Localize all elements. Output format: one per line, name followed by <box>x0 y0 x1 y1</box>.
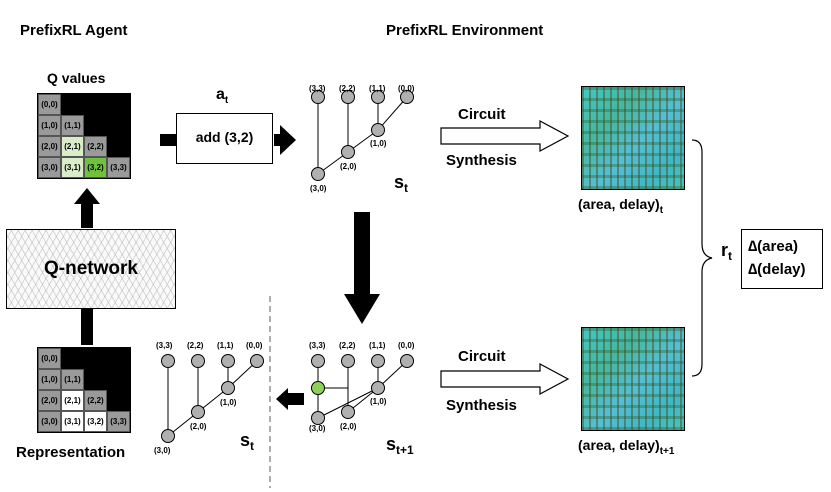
rep-cell-0-3 <box>107 348 130 369</box>
label-3-0: (3,0) <box>310 184 327 193</box>
label-c-0-0: (0,0) <box>398 341 415 350</box>
node-1-0 <box>371 123 385 137</box>
rep-cell-3-0: (3,0) <box>38 411 61 432</box>
arrow-left-to-representation <box>276 388 304 410</box>
q-cell-3-1: (3,1) <box>61 157 84 178</box>
q-cell-1-2 <box>84 115 107 136</box>
label-c-3-3: (3,3) <box>309 341 326 350</box>
q-cell-2-3 <box>107 136 130 157</box>
node-2-2 <box>341 90 355 104</box>
node-1-1 <box>371 90 385 104</box>
circuit-label-top: Circuit <box>458 106 506 123</box>
synthesized-circuit-image-top <box>581 86 685 190</box>
action-text: add (3,2) <box>195 129 254 145</box>
action-box: add (3,2) <box>176 113 273 164</box>
representation-grid: (0,0)(1,0)(1,1)(2,0)(2,1)(2,2) (3,0)(3,1)… <box>37 347 131 433</box>
label-3-3: (3,3) <box>309 84 326 93</box>
environment-title: PrefixRL Environment <box>386 22 544 39</box>
representation-label: Representation <box>16 444 126 461</box>
agent-title: PrefixRL Agent <box>20 22 128 39</box>
rep-cell-3-2: (3,2) <box>84 411 107 432</box>
rep-cell-3-3: (3,3) <box>107 411 130 432</box>
area-delay-t: (area, delay)t <box>578 196 664 216</box>
rep-cell-1-2 <box>84 369 107 390</box>
state-st1-label: st+1 <box>386 434 414 457</box>
label-b-0-0: (0,0) <box>246 341 263 350</box>
label-2-0: (2,0) <box>340 162 357 171</box>
circuit-label-bottom: Circuit <box>458 348 506 365</box>
state-st-bottom-label: st <box>240 430 255 453</box>
label-b-2-2: (2,2) <box>187 341 204 350</box>
q-cell-0-2 <box>84 94 107 115</box>
rep-cell-1-1: (1,1) <box>61 369 84 390</box>
label-0-0: (0,0) <box>398 84 415 93</box>
q-network-box: Q-network <box>6 229 176 309</box>
delta-area: ∆(area) <box>748 238 799 255</box>
label-1-0: (1,0) <box>370 139 387 148</box>
q-cell-2-2: (2,2) <box>84 136 107 157</box>
q-cell-2-1: (2,1) <box>61 136 84 157</box>
q-cell-1-3 <box>107 115 130 136</box>
action-arrow <box>160 125 296 155</box>
node-2-0 <box>341 145 355 159</box>
rep-cell-2-0: (2,0) <box>38 390 61 411</box>
q-cell-3-3: (3,3) <box>107 157 130 178</box>
label-2-2: (2,2) <box>339 84 356 93</box>
rep-cell-2-1: (2,1) <box>61 390 84 411</box>
arrow-up-to-qvalues <box>74 188 100 228</box>
prefix-graph-st-bottom <box>161 354 264 443</box>
area-delay-t1: (area, delay)t+1 <box>578 437 675 457</box>
new-node-3-2 <box>311 381 325 395</box>
synthesis-label-top: Synthesis <box>446 152 517 169</box>
label-b-1-0: (1,0) <box>220 398 237 407</box>
q-cell-3-2: (3,2) <box>84 157 107 178</box>
rep-cell-3-1: (3,1) <box>61 411 84 432</box>
synthesis-label-bottom: Synthesis <box>446 397 517 414</box>
rep-cell-1-0: (1,0) <box>38 369 61 390</box>
label-1-1: (1,1) <box>369 84 386 93</box>
arrow-up-to-qnetwork <box>81 309 93 345</box>
label-c-1-0: (1,0) <box>370 397 387 406</box>
synthesis-arrow-bottom <box>440 363 570 395</box>
q-cell-0-3 <box>107 94 130 115</box>
node-0-0 <box>400 90 414 104</box>
reward-label: rt <box>721 240 733 263</box>
prefix-graph-st1 <box>311 354 414 425</box>
label-b-2-0: (2,0) <box>190 422 207 431</box>
label-c-2-2: (2,2) <box>339 341 356 350</box>
dashed-divider <box>269 296 271 488</box>
label-b-1-1: (1,1) <box>217 341 234 350</box>
prefix-graph-st-top <box>311 90 414 181</box>
rep-cell-2-2: (2,2) <box>84 390 107 411</box>
label-c-1-1: (1,1) <box>369 341 386 350</box>
delta-delay: ∆(delay) <box>748 261 806 278</box>
rep-cell-0-2 <box>84 348 107 369</box>
q-cell-3-0: (3,0) <box>38 157 61 178</box>
q-values-grid: (0,0)(1,0)(1,1)(2,0)(2,1)(2,2) (3,0)(3,1)… <box>37 93 131 179</box>
rep-cell-2-3 <box>107 390 130 411</box>
q-network-label: Q-network <box>44 258 138 279</box>
q-cell-1-1: (1,1) <box>61 115 84 136</box>
label-c-2-0: (2,0) <box>340 422 357 431</box>
q-values-label: Q values <box>47 70 106 86</box>
synthesized-circuit-image-bottom <box>581 327 685 431</box>
action-label: at <box>216 86 229 106</box>
state-st-label: st <box>394 172 409 195</box>
label-b-3-0: (3,0) <box>154 446 171 455</box>
node-3-0 <box>311 167 325 181</box>
reward-brace <box>691 139 713 377</box>
reward-box: ∆(area) ∆(delay) <box>741 229 823 289</box>
rep-cell-0-1 <box>61 348 84 369</box>
node-3-3 <box>311 90 325 104</box>
synthesis-arrow-top <box>440 120 570 152</box>
q-cell-2-0: (2,0) <box>38 136 61 157</box>
rep-cell-1-3 <box>107 369 130 390</box>
q-cell-1-0: (1,0) <box>38 115 61 136</box>
q-cell-0-1 <box>61 94 84 115</box>
arrow-down-transition <box>344 212 380 324</box>
q-cell-0-0: (0,0) <box>38 94 61 115</box>
label-c-3-0: (3,0) <box>309 424 326 433</box>
label-b-3-3: (3,3) <box>156 341 173 350</box>
rep-cell-0-0: (0,0) <box>38 348 61 369</box>
